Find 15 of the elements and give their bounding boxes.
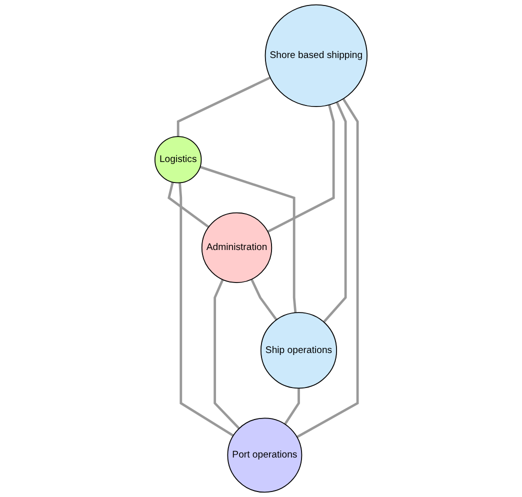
node-circle: Ship operations [260,312,338,389]
connector [168,182,210,228]
connector [267,104,335,233]
connector [322,102,347,323]
node-circle: Port operations [227,418,302,493]
connector [284,388,300,425]
node-circle: Shore based shipping [264,4,368,108]
node-circle: Logistics [154,136,202,184]
node-circle: Administration [201,212,272,284]
connector [200,166,297,313]
connector [214,279,240,430]
connector [296,98,359,438]
connector [176,76,271,137]
connector [250,278,278,321]
connector [178,182,234,437]
